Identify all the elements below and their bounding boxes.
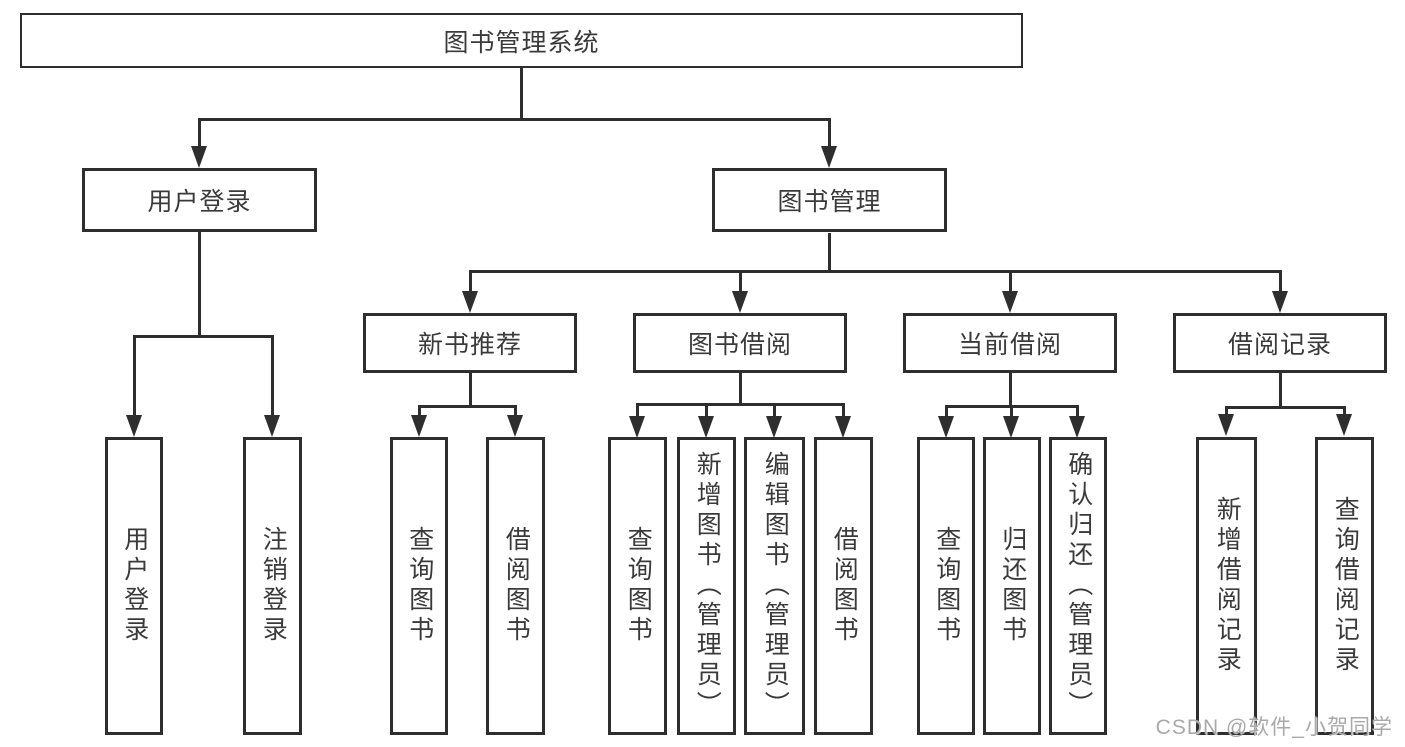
arrowhead-down-icon [1336,414,1352,436]
node-book-borrowing: 图书借阅 [633,313,847,373]
arrowhead-down-icon [411,415,427,437]
connector-line [271,335,274,418]
arrowhead-down-icon [821,146,837,168]
arrowhead-down-icon [126,415,142,437]
arrowhead-down-icon [1069,416,1085,438]
connector-line [133,335,274,338]
node-label: 图书管理系统 [443,28,600,57]
connector-line [1279,270,1282,294]
connector-line [198,118,201,148]
leaf-label: 确认归还（管理员） [1064,451,1093,721]
connector-line [636,403,845,406]
connector-line [469,270,472,294]
connector-line [1076,405,1079,418]
leaf-label: 用户登录 [120,526,149,646]
leaf-label: 查询借阅记录 [1331,496,1360,676]
connector-line [198,232,201,335]
connector-line [514,405,517,418]
node-label: 当前借阅 [957,331,1062,359]
connector-line [945,405,948,418]
leaf-label: 借阅图书 [502,526,531,646]
connector-line [418,405,517,408]
leaf-label: 查询图书 [624,526,653,646]
node-label: 图书管理 [777,188,882,216]
leaf-logout: 注销登录 [243,437,302,735]
arrowhead-down-icon [1003,416,1019,438]
arrowhead-down-icon [938,416,954,438]
connector-line [418,405,421,418]
leaf-label: 借阅图书 [830,526,859,646]
connector-line [1279,373,1282,408]
connector-line [705,403,708,418]
leaf-borrow-books: 借阅图书 [486,437,545,735]
connector-line [520,68,523,118]
node-current-borrowing: 当前借阅 [903,313,1117,373]
leaf-query-books: 查询图书 [917,437,975,735]
arrowhead-down-icon [1218,414,1234,436]
leaf-edit-books-admin: 编辑图书（管理员） [744,437,805,735]
leaf-label: 新增图书（管理员） [693,451,722,721]
connector-line [1010,405,1013,418]
arrowhead-down-icon [507,415,523,437]
leaf-add-books-admin: 新增图书（管理员） [677,437,736,735]
connector-line [1225,406,1346,409]
arrowhead-down-icon [698,416,714,438]
arrowhead-down-icon [629,416,645,438]
leaf-query-borrow-record: 查询借阅记录 [1315,437,1374,735]
leaf-label: 注销登录 [259,526,288,646]
node-label: 新书推荐 [417,331,522,359]
node-library-management-system: 图书管理系统 [20,13,1023,68]
leaf-return-books: 归还图书 [983,437,1041,735]
node-new-book-recommendation: 新书推荐 [363,313,577,373]
leaf-label: 查询图书 [932,526,961,646]
arrowhead-down-icon [835,416,851,438]
arrowhead-down-icon [1002,291,1018,313]
connector-line [773,403,776,418]
connector-line [469,270,1282,273]
node-book-management: 图书管理 [712,168,947,232]
connector-line [636,403,639,418]
leaf-confirm-return-admin: 确认归还（管理员） [1049,437,1107,735]
connector-line [1343,406,1346,418]
connector-line [133,335,136,418]
node-label: 图书借阅 [687,331,792,359]
leaf-label: 编辑图书（管理员） [761,451,790,721]
leaf-label: 查询图书 [405,526,434,646]
connector-line [1225,406,1228,418]
node-user-login: 用户登录 [82,168,317,232]
connector-line [739,373,742,406]
connector-line [828,118,831,148]
leaf-label: 归还图书 [998,526,1027,646]
arrowhead-down-icon [766,416,782,438]
leaf-query-books: 查询图书 [608,437,667,735]
arrowhead-down-icon [191,146,207,168]
arrowhead-down-icon [462,291,478,313]
node-label: 用户登录 [147,188,252,216]
connector-line [842,403,845,418]
arrowhead-down-icon [1272,291,1288,313]
leaf-query-books: 查询图书 [390,437,448,735]
connector-line [1009,373,1012,408]
arrowhead-down-icon [264,415,280,437]
arrowhead-down-icon [732,291,748,313]
connector-line [198,118,831,121]
leaf-label: 新增借阅记录 [1213,496,1242,676]
connector-line [1009,270,1012,294]
csdn-watermark: CSDN @软件_小贺同学 [1155,716,1393,739]
leaf-user-login: 用户登录 [105,437,163,735]
leaf-borrow-books: 借阅图书 [814,437,873,735]
node-label: 借阅记录 [1227,331,1332,359]
connector-line [469,373,472,408]
leaf-add-borrow-record: 新增借阅记录 [1196,437,1257,735]
connector-line [828,233,831,273]
connector-line [739,270,742,294]
node-borrowing-records: 借阅记录 [1173,313,1387,373]
